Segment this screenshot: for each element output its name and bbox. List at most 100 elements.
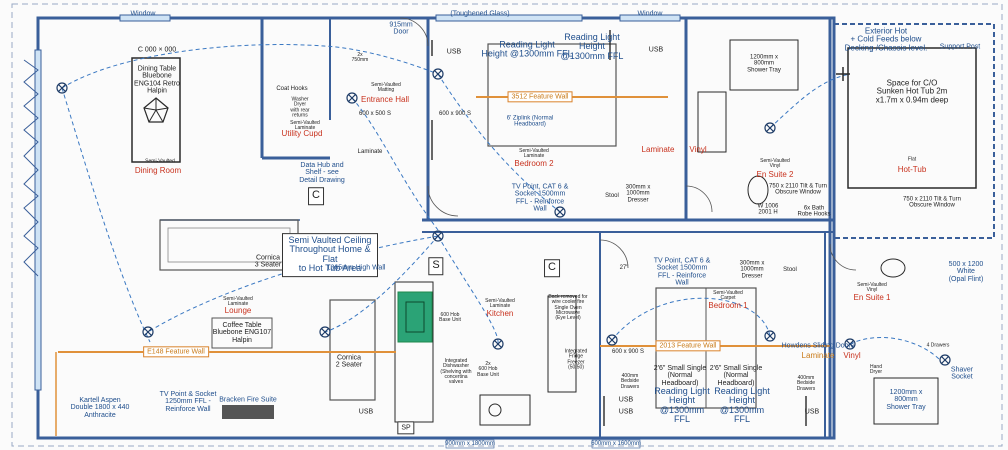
window-label-left: Window xyxy=(130,10,156,18)
bed-bedroom2 xyxy=(487,43,617,147)
window-top-left xyxy=(119,14,171,22)
dining-ceiling: Semi-Vaulted xyxy=(145,158,175,165)
fire-suite xyxy=(222,405,274,419)
dining-pentagon xyxy=(143,97,169,123)
bedroom1-feature-wall: 2013 Feature Wall xyxy=(655,340,721,352)
integrated-dishwasher xyxy=(397,291,433,343)
coffee-table xyxy=(211,317,273,349)
lounge-usb: USB xyxy=(358,408,374,416)
bedroom1-usb-left: USB xyxy=(618,396,634,404)
window-toughened xyxy=(435,14,583,22)
coat-hooks-label: Coat Hooks xyxy=(276,85,308,92)
fire-suite-label: Bracken Fire Suite xyxy=(219,396,277,404)
sink-unit xyxy=(479,394,531,426)
bedroom1-vinyl: Vinyl xyxy=(843,350,861,360)
window-west xyxy=(34,49,42,391)
bedroom2-feature-wall: 3512 Feature Wall xyxy=(507,91,573,103)
dining-room-label: Dining Room xyxy=(134,165,182,175)
bedroom2-stool: Stool xyxy=(605,192,619,199)
toilet-2 xyxy=(747,175,769,205)
hot-tub-label: Hot-Tub xyxy=(897,164,927,174)
c-mark-top: C xyxy=(308,187,324,205)
kitchen-label: Kitchen xyxy=(486,308,514,318)
bedroom1-dim: 600 x 900 S xyxy=(611,348,645,355)
sofa-2-seater xyxy=(329,299,376,401)
bedroom1-label: Bedroom 1 xyxy=(708,300,748,310)
toilet-1 xyxy=(880,258,906,278)
high-wall-label: 1365mm High Wall xyxy=(326,264,386,272)
sp-mark: SP xyxy=(397,421,415,435)
light-fittings xyxy=(56,68,951,366)
dining-dimension: C 000 × 000 xyxy=(137,46,177,54)
vanity-2 xyxy=(697,91,727,153)
support-post-label: Support Post xyxy=(939,43,981,51)
hot-tub xyxy=(847,47,977,189)
kitchen-c-mark: C xyxy=(544,259,560,277)
hob-marker xyxy=(405,301,425,333)
bottom-dim-right: 600mm x 1600mm xyxy=(591,440,641,447)
dining-table xyxy=(131,57,181,163)
sliding-doors-label: Howdens Sliding Doors xyxy=(781,342,855,350)
hot-tub-flat: Flat xyxy=(907,156,917,163)
shower-tray-1 xyxy=(873,377,939,425)
bedroom2-label: Bedroom 2 xyxy=(514,158,554,168)
bedroom2-vinyl: Vinyl xyxy=(689,144,707,154)
kitchen-usb: USB xyxy=(618,408,634,416)
ensuite1-label: En Suite 1 xyxy=(853,292,891,302)
entrance-600: 600 x 500 S xyxy=(358,110,392,117)
bedroom2-usb-left: USB xyxy=(446,48,462,56)
bifold-doors xyxy=(23,59,39,277)
entrance-flooring: Laminate xyxy=(357,148,383,155)
bedroom1-stool: Stool xyxy=(783,266,797,273)
bedroom1-laminate: Laminate xyxy=(801,350,835,360)
sheet-border xyxy=(11,3,1003,447)
door-swings xyxy=(399,17,857,271)
ensuite1-drawers: 4 Drawers xyxy=(926,342,950,349)
window-top-mid xyxy=(619,14,681,22)
sockets xyxy=(431,30,807,426)
bedroom2-dim: 600 x 900 S xyxy=(438,110,472,117)
window-label-mid: Window xyxy=(637,10,663,18)
bedroom1-usb-right: USB xyxy=(804,408,820,416)
kitchen-s-mark: S xyxy=(428,257,444,275)
entrance-hall-label: Entrance Hall xyxy=(360,94,410,104)
lounge-feature-wall: E148 Feature Wall xyxy=(143,346,209,358)
sink-bowl xyxy=(488,403,502,417)
hot-tub-deck xyxy=(833,23,995,239)
